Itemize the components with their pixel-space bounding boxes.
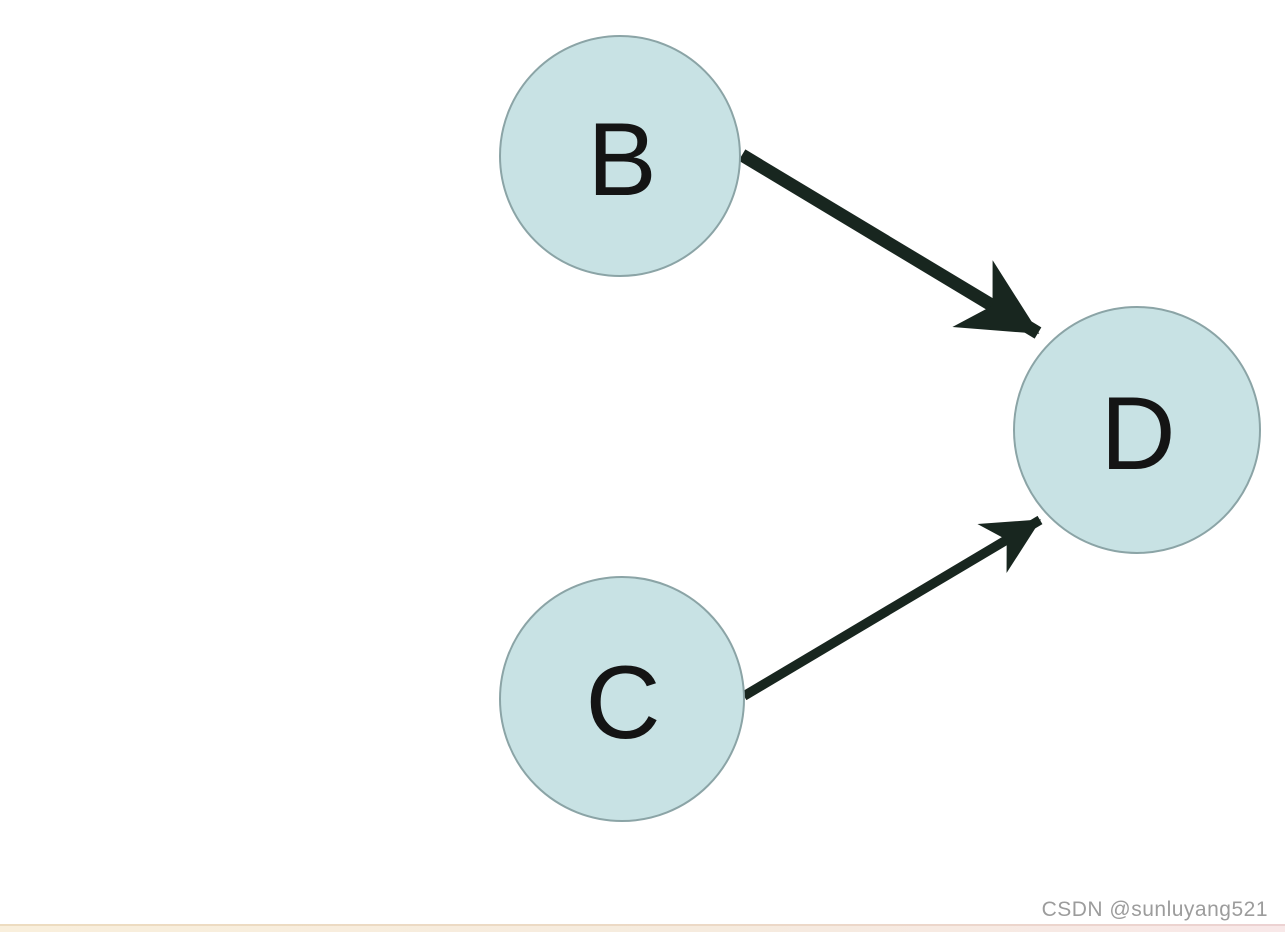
node-C: C: [499, 576, 745, 822]
node-D: D: [1013, 306, 1261, 554]
node-C-label: C: [585, 645, 660, 761]
node-B-label: B: [587, 102, 656, 218]
edge-C-to-D: [741, 515, 1043, 701]
node-D-circle: [1013, 306, 1261, 554]
footer-accent-fill: [0, 926, 1285, 932]
node-B-circle: [499, 35, 741, 277]
footer-accent-bar: [0, 924, 1285, 932]
watermark-text: CSDN @sunluyang521: [1041, 898, 1268, 921]
node-C-circle: [499, 576, 745, 822]
footer-accent-top-line: [0, 924, 1285, 926]
edge-B-to-D: [738, 149, 1042, 339]
node-B: B: [499, 35, 741, 277]
node-D-label: D: [1100, 376, 1175, 492]
